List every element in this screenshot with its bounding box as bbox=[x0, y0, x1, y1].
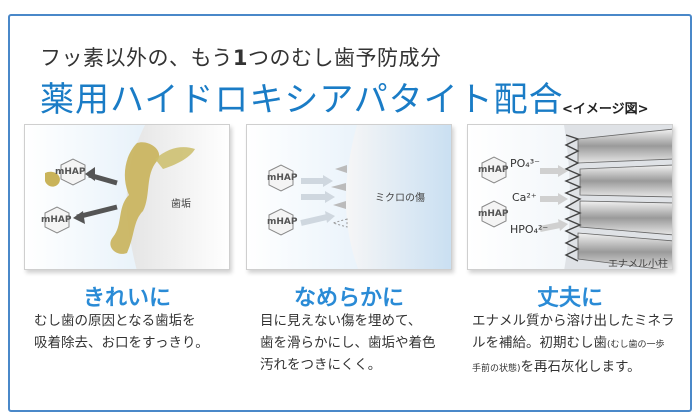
caption-clean: きれいに bbox=[82, 286, 171, 311]
ion-label: PO₄³⁻ bbox=[510, 157, 540, 170]
arrow-right-icon bbox=[558, 193, 568, 205]
hexagon-icon bbox=[44, 206, 70, 234]
description-line: 手前の状態)を再石灰化します。 bbox=[472, 356, 687, 380]
scratch-annotation: ミクロの傷 bbox=[375, 193, 425, 204]
scratch-repair-illustration bbox=[247, 125, 451, 269]
arrow-right-icon bbox=[558, 219, 568, 231]
caption-strong: 丈夫に bbox=[536, 286, 603, 311]
arrow-right-icon bbox=[558, 165, 568, 177]
description-text: を再石灰化します。 bbox=[520, 359, 641, 375]
description-line: ルを補給。初期むし歯(むし歯の一歩 bbox=[472, 332, 687, 356]
scratch-mark bbox=[333, 201, 346, 209]
scratch-mark bbox=[331, 218, 348, 228]
description-line: むし歯の原因となる歯垢を bbox=[34, 313, 196, 329]
enamel-rod bbox=[577, 128, 672, 164]
ion-label: HPO₄²⁻ bbox=[510, 223, 549, 236]
panel-clean: mHAP mHAP 歯垢 bbox=[24, 124, 230, 270]
hexagon-icon bbox=[60, 158, 86, 186]
arrow-left-icon bbox=[73, 211, 85, 224]
tooth-surface bbox=[346, 125, 451, 269]
enamel-rod bbox=[577, 232, 672, 269]
scratch-mark bbox=[335, 165, 347, 173]
description-line: 歯を滑らかにし、歯垢や着色 bbox=[260, 335, 436, 351]
caption-smooth: なめらかに bbox=[293, 286, 404, 311]
hexagon-icon bbox=[268, 208, 294, 236]
plaque-shape bbox=[110, 142, 160, 254]
enamel-rod-annotation: エナメル小柱 bbox=[608, 259, 668, 270]
main-title: 薬用ハイドロキシアパタイト配合 bbox=[40, 80, 564, 120]
hex-label: mHAP bbox=[267, 173, 298, 183]
description-line: エナメル質から溶け出したミネラ bbox=[472, 313, 675, 329]
arrow-left-icon bbox=[76, 204, 118, 220]
description-line: 吸着除去、お口をすっきり。 bbox=[34, 335, 209, 351]
image-note: <イメージ図> bbox=[562, 102, 649, 117]
description-clean: むし歯の原因となる歯垢を 吸着除去、お口をすっきり。 bbox=[34, 310, 240, 354]
plaque-fragment bbox=[45, 171, 60, 187]
arrow-right-icon bbox=[300, 214, 328, 226]
description-line: 汚れをつきにくく。 bbox=[260, 357, 382, 373]
arrow-right-icon bbox=[539, 222, 561, 232]
hex-label: mHAP bbox=[478, 165, 509, 175]
arrow-right-icon bbox=[325, 211, 335, 223]
subtitle-post: つのむし歯予防成分 bbox=[248, 46, 442, 70]
hex-label: mHAP bbox=[55, 167, 86, 177]
hexagon-icon bbox=[481, 200, 507, 228]
enamel-edge bbox=[564, 134, 582, 262]
plaque-shape bbox=[155, 147, 195, 169]
description-smooth: 目に見えない傷を埋めて、 歯を滑らかにし、歯垢や着色 汚れをつきにくく。 bbox=[260, 310, 460, 376]
description-line: 目に見えない傷を埋めて、 bbox=[260, 313, 422, 329]
description-strong: エナメル質から溶け出したミネラ ルを補給。初期むし歯(むし歯の一歩 手前の状態)… bbox=[472, 310, 687, 380]
ion-label: Ca²⁺ bbox=[512, 191, 537, 204]
enamel-rod bbox=[579, 164, 672, 198]
plaque-removal-illustration bbox=[25, 125, 229, 269]
scratch-mark bbox=[331, 183, 346, 191]
subtitle: フッ素以外の、もう1つのむし歯予防成分 bbox=[40, 42, 442, 72]
hexagon-icon bbox=[481, 156, 507, 184]
description-note: (むし歯の一歩 bbox=[607, 340, 665, 350]
plaque-annotation: 歯垢 bbox=[171, 199, 191, 210]
panel-strong: mHAP mHAP PO₄³⁻ Ca²⁺ HPO₄²⁻ エナメル小柱 bbox=[467, 124, 673, 270]
hex-label: mHAP bbox=[478, 209, 509, 219]
hex-label: mHAP bbox=[267, 217, 298, 227]
enamel-rod bbox=[579, 200, 672, 236]
arrow-right-icon bbox=[323, 175, 333, 187]
remineralization-illustration bbox=[468, 125, 672, 269]
arrow-left-icon bbox=[85, 167, 95, 181]
panel-smooth: mHAP mHAP ミクロの傷 bbox=[246, 124, 452, 270]
description-text: ルを補給。初期むし歯 bbox=[472, 335, 607, 351]
subtitle-pre: フッ素以外の、もう bbox=[40, 46, 233, 70]
subtitle-number: 1 bbox=[232, 46, 248, 70]
description-note: 手前の状態) bbox=[472, 364, 521, 374]
hex-label: mHAP bbox=[41, 215, 72, 225]
arrow-right-icon bbox=[325, 191, 335, 203]
hexagon-icon bbox=[268, 164, 294, 192]
